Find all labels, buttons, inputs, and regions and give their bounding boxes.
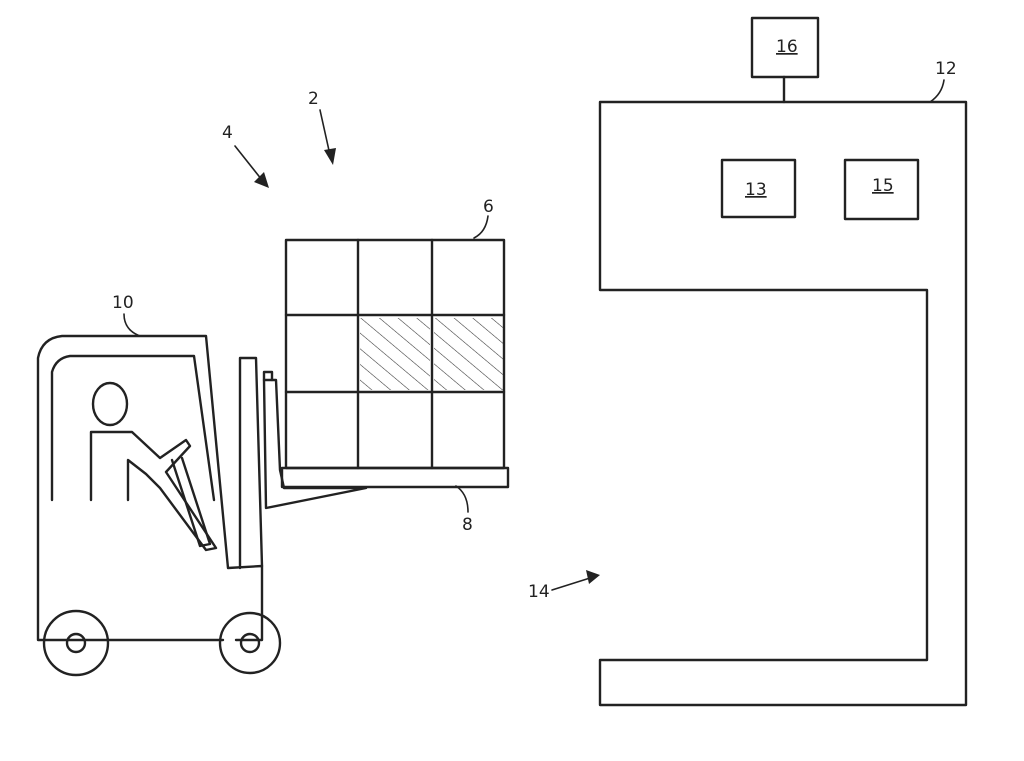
arrow-head bbox=[586, 570, 600, 584]
ref-label-opening: 14 bbox=[528, 582, 550, 602]
forklift-mast bbox=[238, 356, 264, 570]
pallet bbox=[280, 466, 510, 489]
goods-stack bbox=[284, 238, 506, 470]
ref-label-pallet: 8 bbox=[462, 515, 473, 535]
hatched-cell bbox=[360, 318, 430, 390]
driver-head bbox=[91, 381, 129, 427]
hatched-cell bbox=[434, 318, 504, 390]
ref-label-goods: 6 bbox=[483, 197, 494, 217]
ref-label-system: 2 bbox=[308, 89, 319, 109]
forklift bbox=[36, 334, 368, 677]
ref-label-unit-top: 16 bbox=[776, 37, 798, 57]
ref-label-station: 4 bbox=[222, 123, 233, 143]
unit-a-box bbox=[720, 158, 797, 219]
rear-wheel bbox=[218, 611, 282, 675]
cab-window bbox=[50, 354, 216, 502]
driver-body bbox=[89, 430, 218, 552]
forklift-fork bbox=[262, 378, 368, 510]
ref-label-unit-a: 13 bbox=[745, 180, 767, 200]
ref-label-wrapper: 12 bbox=[935, 59, 957, 79]
arrow-head bbox=[254, 172, 269, 188]
unit-b-box bbox=[843, 158, 920, 221]
front-wheel bbox=[42, 609, 110, 677]
forklift-body bbox=[36, 334, 264, 642]
machine-frame bbox=[598, 100, 968, 707]
arrow-head bbox=[324, 148, 336, 165]
ref-label-forklift: 10 bbox=[112, 293, 134, 313]
steering-lever bbox=[170, 456, 212, 548]
ref-label-unit-b: 15 bbox=[872, 176, 894, 196]
